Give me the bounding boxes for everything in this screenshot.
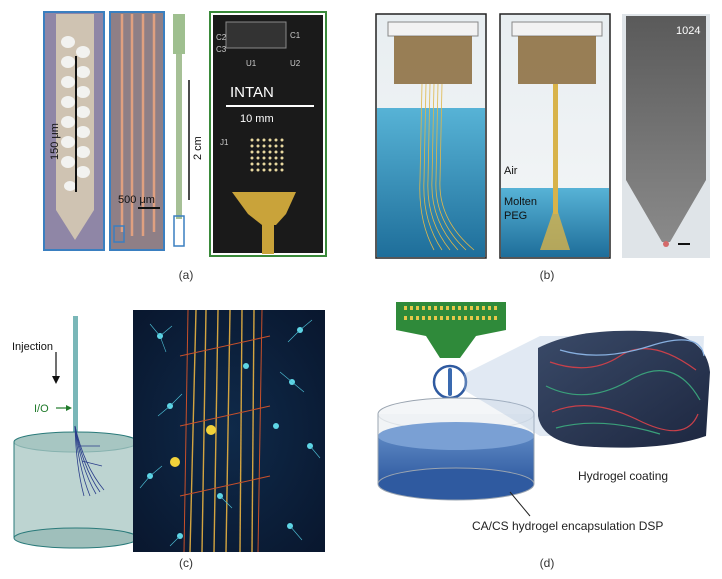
pcb-label-c3: C3 [216,45,227,54]
shank-lines [120,14,156,236]
pcb-pin-grid [250,138,284,172]
scale-label-150: 150 μm [49,123,61,160]
pcb-label-c1: C1 [290,31,301,40]
caption-d: (d) [539,556,555,570]
caption-b: (b) [539,268,555,282]
block-fibers [545,339,705,435]
panel-a-figure: 150 μm 500 μm 2 cm C2 C3 U1 C1 U2 J1 INT… [43,11,327,257]
pcb-label-j1: J1 [220,138,229,147]
dsp-pcb [396,302,506,358]
connector-pcb [394,36,472,84]
pcb-pads [404,306,497,320]
injection-needle [73,316,78,434]
label-air: Air [504,165,518,177]
container-body [14,442,138,538]
panel-c: Injection I/O [0,296,340,574]
long-probe-head [173,14,185,54]
electrode-pads [61,36,90,191]
pcb-label-u2: U2 [290,59,301,68]
highlight-neuron-1 [206,425,216,435]
label-hydrogel-coating: Hydrogel coating [578,469,668,483]
long-probe-shank [176,54,182,219]
label-1024: 1024 [676,25,700,37]
panel-d: Hydrogel coating CA/CS hydrogel encapsul… [360,296,722,574]
label-injection: Injection [12,341,53,353]
label-encapsulation: CA/CS hydrogel encapsulation DSP [472,519,663,533]
pcb-flex-gold [232,192,296,225]
ribbon-traces [419,83,475,251]
hydrogel-block [538,330,710,448]
caption-c: (c) [179,556,193,570]
ribbon-fan [540,212,570,250]
shank-1024 [626,16,706,242]
zoom-box-probe [173,215,185,247]
neuron-dendrites [139,319,321,547]
mesh-electrode [74,425,105,497]
mesh-red-traces [179,309,271,553]
multi-shank-image [109,11,165,251]
panel-c-figure: Injection I/O [12,309,325,553]
highlight-neuron-2 [170,457,180,467]
hydrogel-surface [378,422,534,450]
pcb-flex-tail [262,224,274,254]
panel-a: 150 μm 500 μm 2 cm C2 C3 U1 C1 U2 J1 INT… [0,0,340,290]
zoom-shank [448,368,452,396]
holder-block-2 [511,21,603,37]
scale-label-500: 500 μm [118,194,155,206]
panel-b: Air Molten PEG 1024 [360,0,722,290]
pcb-label-c2: C2 [216,33,227,42]
label-peg: PEG [504,210,527,222]
holder-block [387,21,479,37]
zoom-box-small [113,225,125,243]
cylinder-bottom [377,467,535,501]
caption-a: (a) [178,268,194,282]
scale-label-2cm: 2 cm [192,136,204,160]
water-region [377,108,485,257]
shank-tip [663,241,669,247]
container-bottom [13,527,139,549]
pcb-connector [225,21,287,49]
pcb-label-u1: U1 [246,59,257,68]
io-arrow-head [66,405,72,411]
callout-line [509,491,531,517]
panel-d-figure: Hydrogel coating CA/CS hydrogel encapsul… [377,302,710,533]
scale-label-10mm: 10 mm [240,113,274,125]
panel-b-figure: Air Molten PEG 1024 [375,13,710,259]
injection-arrow-head [52,376,60,384]
connector-pcb-2 [518,36,596,84]
pcb-brand: INTAN [230,84,274,101]
label-molten: Molten [504,196,537,208]
ribbon-collapsed [553,84,558,214]
label-io: I/O [34,403,49,415]
